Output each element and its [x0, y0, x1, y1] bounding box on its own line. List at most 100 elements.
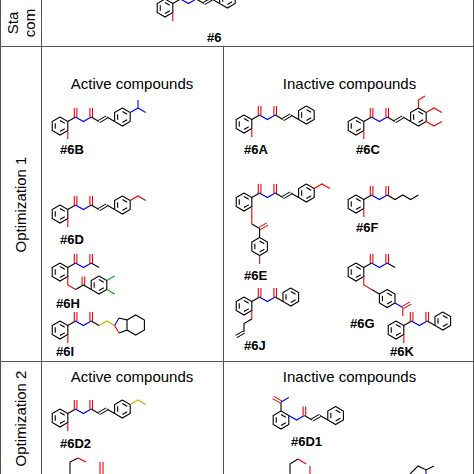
- compound-label: #6K: [382, 344, 472, 360]
- bond-line: [99, 280, 104, 283]
- bond-line: [117, 406, 118, 412]
- bond-line: [425, 470, 426, 474]
- bond-line: [282, 192, 290, 197]
- row-label: Optimization 2: [13, 370, 30, 466]
- bond-line: [172, 13, 173, 22]
- bond-line: [239, 199, 240, 205]
- bond-line: [282, 114, 290, 119]
- compound-entry: #6D1: [267, 390, 387, 450]
- bond-line: [412, 321, 428, 326]
- compound-label: #6F: [342, 220, 452, 236]
- compound-entry: #6A: [230, 98, 340, 158]
- bond-line: [74, 312, 75, 321]
- bond-line: [74, 108, 75, 117]
- bond-line: [67, 423, 68, 432]
- bond-line: [237, 333, 245, 338]
- bond-line: [260, 184, 261, 193]
- bond-line: [60, 275, 65, 278]
- compound-entry: #6G: [342, 244, 462, 332]
- bond-line: [222, 0, 223, 2]
- bond-line: [76, 263, 92, 268]
- bond-line: [259, 223, 267, 228]
- bond-line: [351, 269, 352, 275]
- bond-line: [60, 121, 65, 124]
- bond-line: [244, 197, 249, 200]
- bond-line: [76, 409, 92, 414]
- bond-line: [404, 321, 412, 326]
- bond-line: [363, 131, 364, 140]
- column-heading: Active compounds: [41, 362, 223, 386]
- bond-line: [372, 117, 388, 122]
- bond-line: [67, 131, 68, 140]
- bond-line: [306, 196, 311, 199]
- bond-line: [236, 297, 252, 315]
- bond-line: [306, 118, 311, 121]
- bond-line: [418, 112, 423, 115]
- bond-line: [299, 106, 315, 124]
- bond-line: [395, 303, 403, 308]
- bond-line: [92, 108, 93, 117]
- bond-line: [52, 117, 68, 135]
- bond-line: [89, 312, 90, 321]
- bond-line: [388, 108, 389, 117]
- bond-line: [70, 458, 78, 474]
- bond-line: [55, 123, 56, 129]
- bond-line: [304, 416, 312, 421]
- compound-entry: #6E: [230, 174, 340, 284]
- bond-line: [94, 282, 95, 288]
- column-heading: Active compounds: [41, 47, 223, 93]
- bond-line: [330, 413, 331, 419]
- bond-line: [60, 333, 65, 336]
- bond-line: [115, 326, 119, 334]
- table-cell: #6B#6D#6H#6IActive compounds: [41, 47, 223, 362]
- bond-line: [107, 409, 115, 414]
- bond-line: [426, 122, 442, 127]
- row-band: #6D2Active compounds#6D1Inactive compoun…: [0, 362, 474, 474]
- bond-line: [387, 263, 395, 268]
- bond-line: [301, 190, 302, 196]
- bond-line: [396, 333, 401, 336]
- compound-entry: #6I: [46, 310, 166, 360]
- bond-line: [336, 418, 341, 421]
- bond-line: [306, 188, 311, 191]
- bond-line: [91, 205, 99, 210]
- bond-line: [84, 277, 85, 286]
- bond-line: [385, 186, 386, 195]
- bond-line: [122, 412, 127, 415]
- bond-line: [260, 106, 261, 115]
- bond-line: [356, 275, 361, 278]
- bond-line: [260, 288, 261, 297]
- bond-line: [76, 254, 77, 263]
- bond-line: [435, 312, 451, 330]
- bond-line: [372, 186, 373, 195]
- bond-line: [305, 407, 306, 416]
- bond-line: [76, 205, 92, 210]
- compound-label: #6B: [46, 142, 166, 158]
- compound-entry: #6K: [382, 310, 472, 360]
- bond-line: [372, 108, 373, 117]
- bond-line: [309, 466, 310, 474]
- bond-line: [60, 267, 65, 270]
- bond-line: [348, 117, 364, 135]
- bond-line: [402, 308, 403, 317]
- bond-line: [379, 290, 395, 308]
- row-band: #6Sta com: [0, 0, 474, 47]
- compound-entry: #6D: [46, 188, 166, 248]
- bond-line: [91, 117, 99, 122]
- bond-line: [227, 2, 232, 5]
- bond-line: [372, 254, 373, 263]
- row-label: Optimization 1: [13, 156, 30, 252]
- compound-entry: #6B: [46, 96, 166, 158]
- bond-line: [82, 277, 83, 286]
- row-label-holder: Sta com: [1, 0, 41, 46]
- bond-line: [236, 193, 252, 211]
- bond-line: [372, 290, 380, 295]
- bond-line: [418, 96, 425, 108]
- bond-line: [68, 205, 76, 210]
- bond-line: [425, 312, 426, 321]
- bond-line: [348, 263, 364, 281]
- bond-line: [437, 318, 438, 324]
- bond-line: [76, 312, 77, 321]
- bond-line: [52, 263, 68, 281]
- bond-line: [396, 325, 401, 328]
